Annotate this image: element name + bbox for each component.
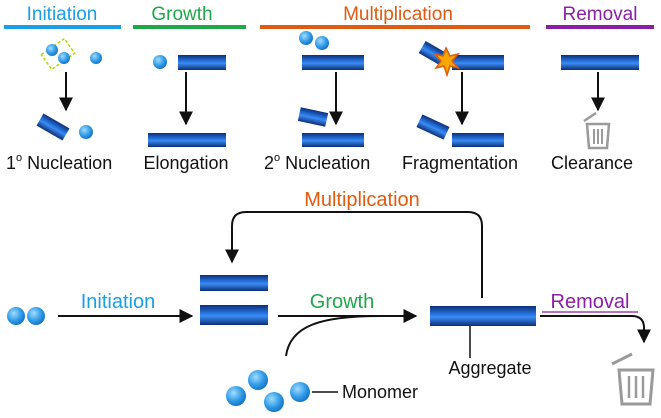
bottom-trash-icon <box>611 352 655 406</box>
monomer-cluster-4 <box>290 382 310 402</box>
header-multiplication: Multiplication <box>343 4 453 25</box>
cycle-label-growth: Growth <box>310 291 374 313</box>
aggregate-fibril <box>430 306 536 326</box>
monomer-left-2 <box>27 307 45 325</box>
cycle-label-removal: Removal <box>551 291 630 313</box>
cycle-label-multiplication: Multiplication <box>304 189 420 211</box>
cycle-label-aggregate: Aggregate <box>448 358 531 378</box>
break-star-icon <box>432 46 461 78</box>
nucleus-fibril-bottom <box>200 305 268 325</box>
header-removal: Removal <box>563 4 638 25</box>
header-growth: Growth <box>151 4 212 25</box>
label-elongation: Elongation <box>143 153 228 173</box>
monomer-cluster-3 <box>264 392 284 412</box>
label-secondary-nucleation: 2o Nucleation <box>264 152 370 173</box>
elongation-panel <box>148 55 226 147</box>
clearance-panel <box>561 55 639 150</box>
cycle-label-monomer: Monomer <box>342 382 418 402</box>
cycle-label-initiation: Initiation <box>81 291 156 313</box>
multiplication-loop-arrow <box>225 211 483 298</box>
primary-nucleation-panel <box>36 37 102 141</box>
svg-text:1o Nucleation: 1o Nucleation <box>6 152 112 173</box>
header-initiation: Initiation <box>27 4 98 25</box>
secondary-nucleation-panel <box>297 31 364 147</box>
label-fragmentation: Fragmentation <box>402 153 518 173</box>
trash-icon <box>583 111 611 150</box>
removal-arrow <box>540 315 651 344</box>
svg-text:2o Nucleation: 2o Nucleation <box>264 152 370 173</box>
monomer-cluster-2 <box>226 386 246 406</box>
monomer-feed-arrow <box>285 315 381 357</box>
cycle-diagram <box>7 211 655 412</box>
label-clearance: Clearance <box>551 153 633 173</box>
monomer-left-1 <box>7 307 25 325</box>
label-primary-nucleation: 1o Nucleation <box>6 152 112 173</box>
monomer-cluster-1 <box>248 370 268 390</box>
fragmentation-panel <box>416 40 504 147</box>
nucleus-fibril-top <box>200 275 268 291</box>
